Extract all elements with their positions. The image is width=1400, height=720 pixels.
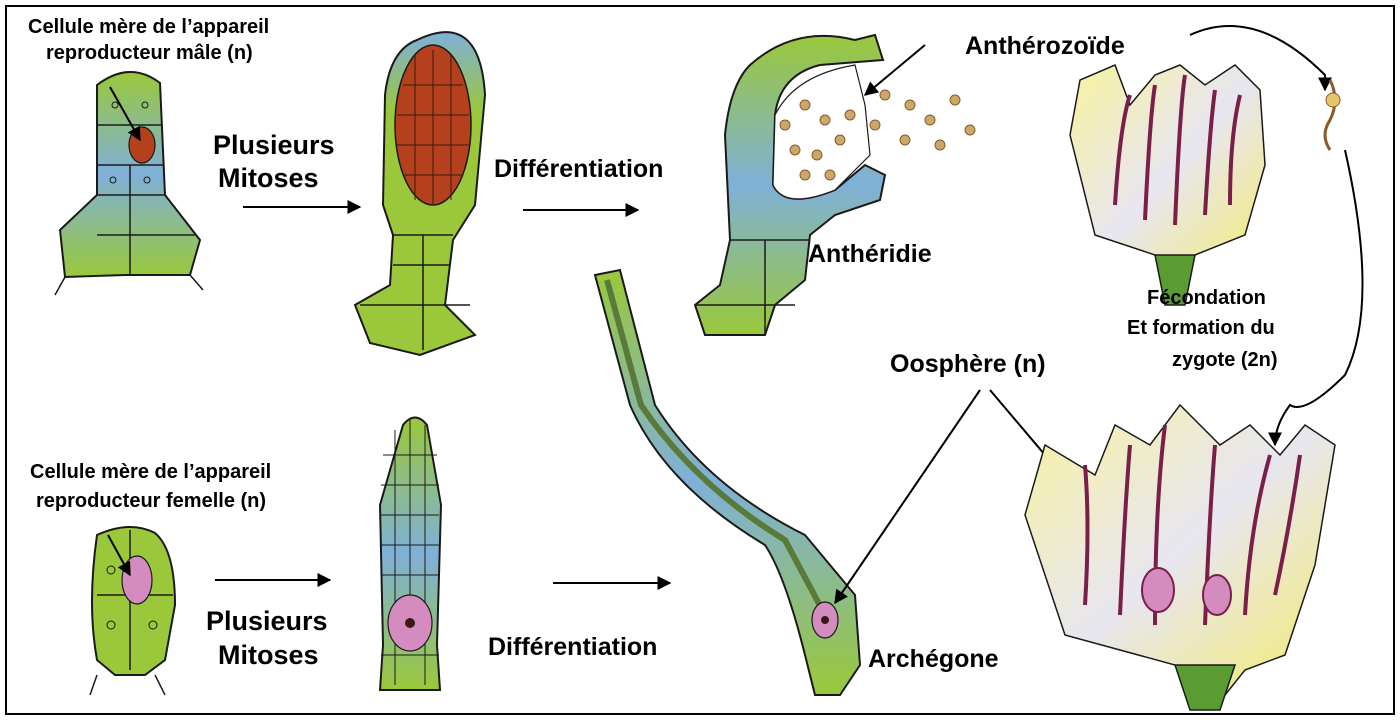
- oosphere-label: Oosphère (n): [890, 350, 1046, 378]
- fertilization-label-line1: Fécondation: [1147, 287, 1266, 309]
- female-mother-cell-label-line1: Cellule mère de l’appareil: [30, 461, 271, 483]
- male-mother-cell-drawing: [55, 72, 203, 295]
- antheridium-label: Anthéridie: [808, 240, 932, 268]
- mature-antheridium-drawing: [695, 35, 975, 335]
- differentiation-bottom-label: Différentiation: [488, 633, 657, 661]
- male-mother-cell-label-line1: Cellule mère de l’appareil: [28, 16, 269, 38]
- fertilization-plant-top: [1070, 26, 1363, 445]
- antherozoid-label: Anthérozoïde: [965, 32, 1125, 60]
- mitoses-bottom-label-line2: Mitoses: [218, 640, 319, 670]
- differentiation-top-label: Différentiation: [494, 155, 663, 183]
- fertilization-plant-bottom: [1025, 405, 1335, 710]
- mitoses-top-label-line2: Mitoses: [218, 163, 319, 193]
- fertilization-label-line3: zygote (2n): [1172, 349, 1278, 371]
- fertilization-label-line2: Et formation du: [1127, 317, 1275, 339]
- young-archegonium-drawing: [380, 418, 441, 691]
- archegonium-label: Archégone: [868, 645, 999, 673]
- oosphere-pointer-left: [835, 390, 980, 603]
- mitoses-top-label-line1: Plusieurs: [213, 130, 335, 160]
- female-mother-cell-label-line2: reproducteur femelle (n): [36, 490, 266, 512]
- female-mother-cell-drawing: [90, 527, 175, 695]
- male-mother-cell-label-line2: reproducteur mâle (n): [46, 42, 253, 64]
- young-antheridium-drawing: [355, 32, 485, 355]
- mitoses-bottom-label-line1: Plusieurs: [206, 606, 328, 636]
